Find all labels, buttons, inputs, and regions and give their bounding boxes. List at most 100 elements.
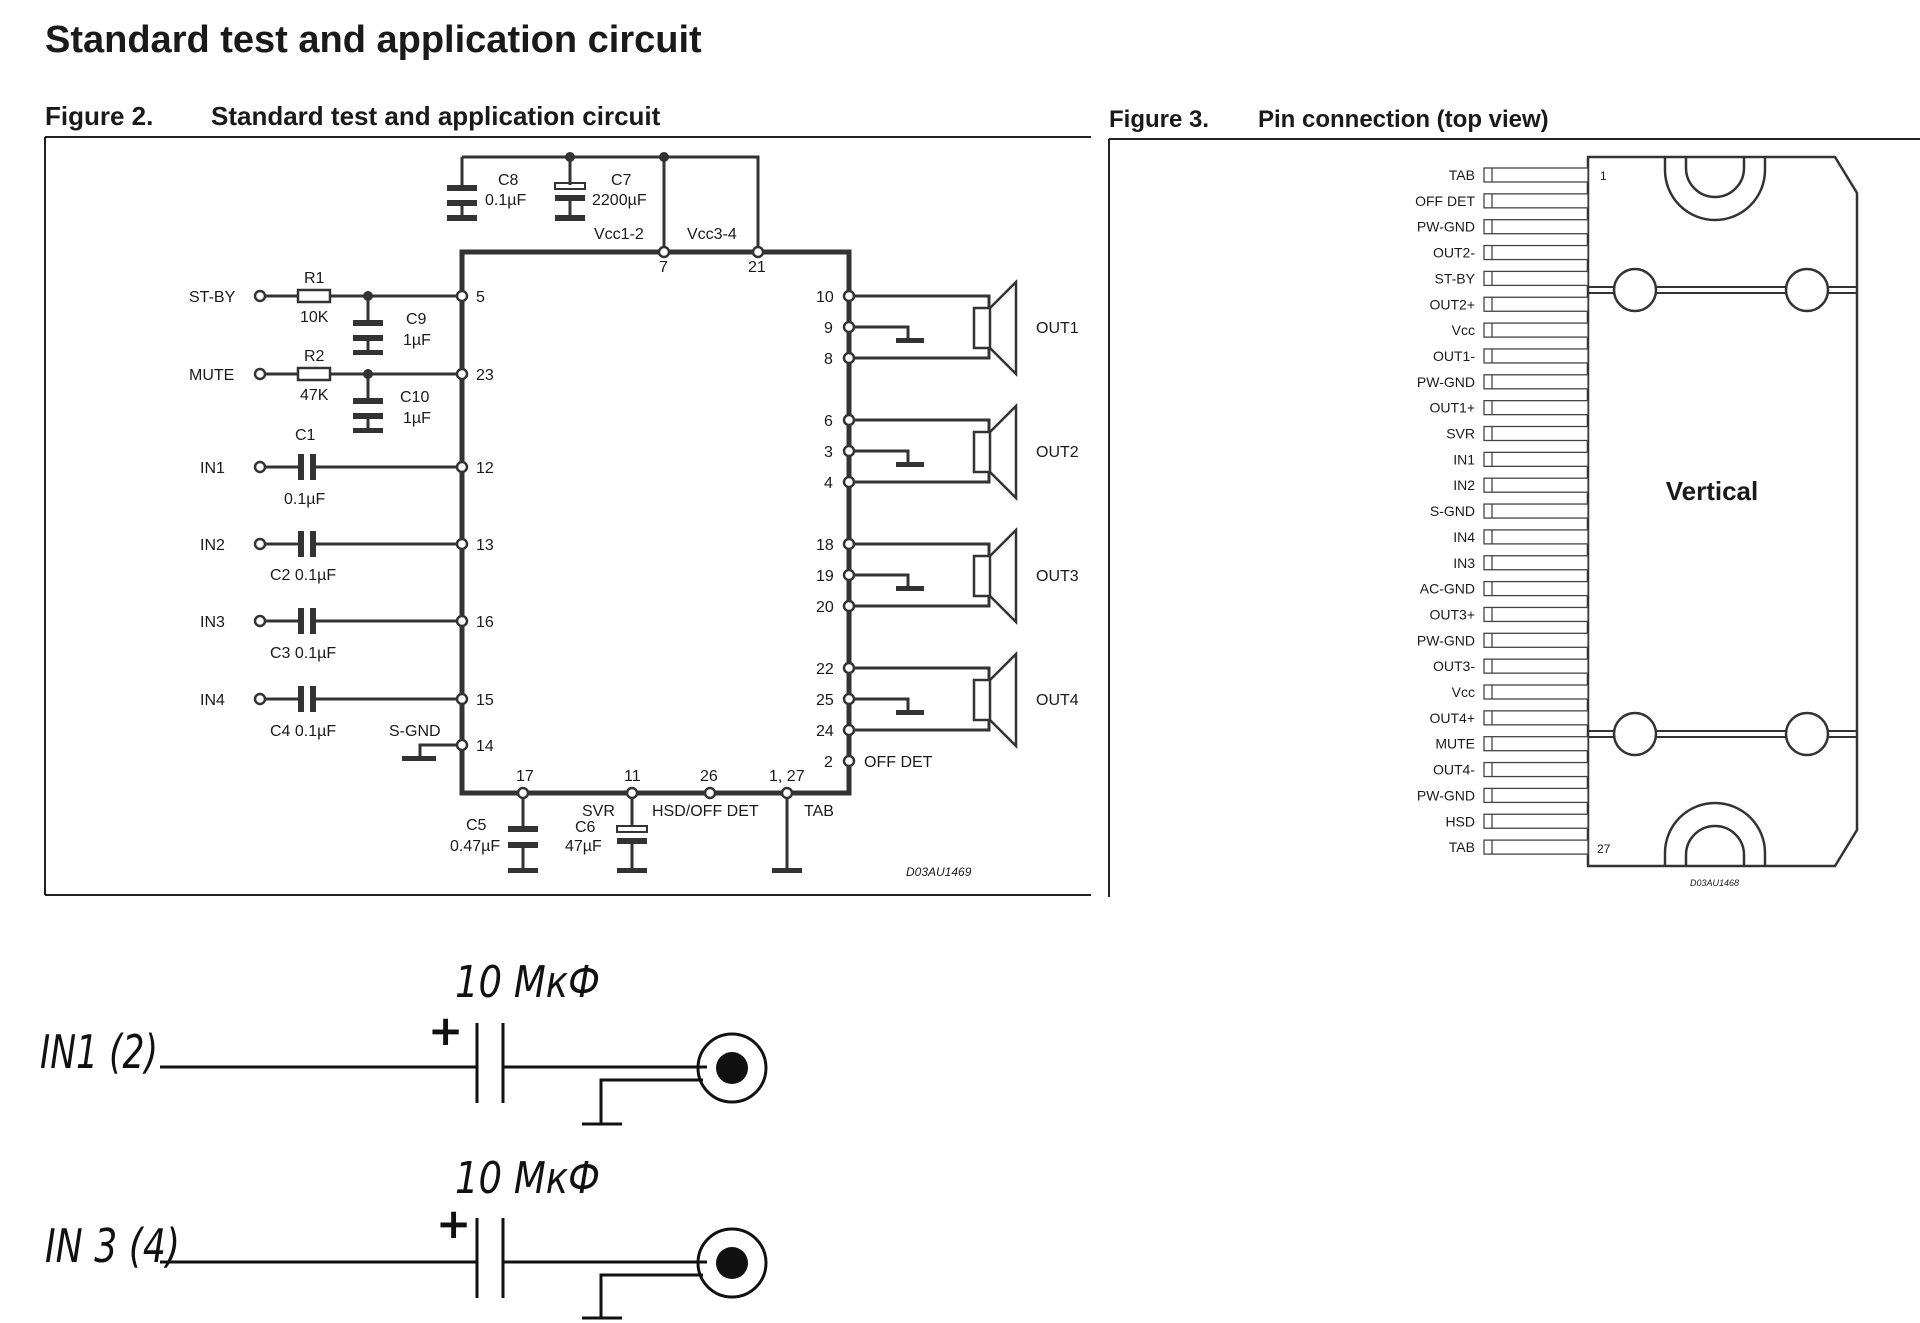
c6-value: 47µF bbox=[565, 838, 602, 855]
hand-in3-cap: 10 МкФ bbox=[455, 1153, 600, 1204]
mounting-holes bbox=[1612, 267, 1830, 757]
c5-value: 0.47µF bbox=[450, 838, 500, 855]
handwritten-inputs: IN1 (2) 10 МкФ + IN 3 (4) 10 МкФ + bbox=[40, 957, 768, 1320]
pin-lead bbox=[1483, 348, 1589, 364]
pin-lead bbox=[1483, 425, 1589, 442]
resistor-r1 bbox=[296, 288, 332, 304]
pin7-num: 7 bbox=[659, 259, 668, 276]
in1-input: IN1 C1 0.1µF 12 bbox=[200, 427, 494, 508]
pin-lead bbox=[1483, 839, 1589, 855]
pin-label: OUT2- bbox=[1433, 245, 1475, 261]
pin17-num: 17 bbox=[516, 768, 534, 785]
pin-label: OUT3- bbox=[1433, 658, 1475, 674]
hand-in1-plus: + bbox=[428, 1006, 463, 1055]
c3-label: C3 0.1µF bbox=[270, 645, 336, 662]
pin10-num: 10 bbox=[816, 289, 834, 306]
pin-label: ST-BY bbox=[1435, 270, 1476, 286]
pin-last-num: 27 bbox=[1597, 842, 1611, 856]
pin22-num: 22 bbox=[816, 661, 834, 678]
figure-3: Figure 3. Pin connection (top view) Vert… bbox=[1108, 106, 1920, 897]
r1-ref: R1 bbox=[304, 270, 325, 287]
in1-label: IN1 bbox=[200, 460, 225, 477]
pin16-num: 16 bbox=[476, 614, 494, 631]
pin-label: HSD bbox=[1445, 813, 1475, 829]
pin-lead bbox=[1483, 684, 1589, 700]
pin-lead bbox=[1483, 374, 1589, 390]
pin-lead bbox=[1483, 658, 1589, 674]
c9-ref: C9 bbox=[406, 311, 427, 328]
hand-in1-cap: 10 МкФ bbox=[455, 957, 600, 1008]
out2-label: OUT2 bbox=[1036, 444, 1079, 461]
out4-label: OUT4 bbox=[1036, 692, 1079, 709]
ic-body bbox=[459, 249, 852, 796]
c10-value: 1µF bbox=[403, 410, 431, 427]
vcc34-label: Vcc3-4 bbox=[687, 226, 737, 243]
out3-label: OUT3 bbox=[1036, 568, 1079, 585]
cap-c8 bbox=[447, 185, 477, 221]
pin-lead bbox=[1483, 193, 1589, 209]
pin-lead bbox=[1483, 555, 1589, 571]
pin-label: TAB bbox=[1449, 839, 1475, 855]
pin-label: IN2 bbox=[1453, 477, 1475, 493]
r1-value: 10K bbox=[300, 309, 329, 326]
pin-lead bbox=[1483, 451, 1589, 468]
pin-label: OUT1+ bbox=[1429, 400, 1475, 416]
package-outline bbox=[1586, 155, 1859, 868]
hand-in3-label: IN 3 (4) bbox=[45, 1219, 180, 1273]
in4-label: IN4 bbox=[200, 692, 225, 709]
pin-21 bbox=[751, 245, 765, 259]
pin-7 bbox=[657, 245, 671, 259]
pin-lead bbox=[1483, 813, 1589, 829]
pin6-num: 6 bbox=[824, 413, 833, 430]
pin12-num: 12 bbox=[476, 460, 494, 477]
sgnd-pin: S-GND 14 bbox=[389, 723, 494, 761]
pin5-num: 5 bbox=[476, 289, 485, 306]
fig3-code: D03AU1468 bbox=[1690, 878, 1739, 888]
vcc12-label: Vcc1-2 bbox=[594, 226, 644, 243]
c9-value: 1µF bbox=[403, 332, 431, 349]
offdet-label: OFF DET bbox=[864, 754, 933, 771]
cap-c7 bbox=[554, 182, 586, 221]
pin-lead bbox=[1483, 296, 1589, 312]
c8-value: 0.1µF bbox=[485, 192, 526, 209]
hand-in3: IN 3 (4) 10 МкФ + bbox=[45, 1153, 768, 1320]
stby-label: ST-BY bbox=[189, 289, 236, 306]
pin-label: PW-GND bbox=[1417, 219, 1475, 235]
r2-value: 47K bbox=[300, 387, 329, 404]
pin11-num: 11 bbox=[624, 768, 641, 785]
pin-label: Vcc bbox=[1452, 322, 1475, 338]
pin-label: TAB bbox=[1449, 167, 1475, 183]
pin21-num: 21 bbox=[748, 259, 766, 276]
bottom-pins: 17 11 26 1, 27 SVR HSD/OFF DET TAB C5 0.… bbox=[450, 768, 834, 873]
pin-label: Vcc bbox=[1452, 684, 1475, 700]
hand-in1-label: IN1 (2) bbox=[40, 1025, 158, 1079]
pin-lead bbox=[1483, 761, 1589, 778]
hand-in1-jack bbox=[716, 1052, 748, 1084]
fig3-title: Pin connection (top view) bbox=[1258, 106, 1549, 133]
pin1-27-num: 1, 27 bbox=[769, 768, 805, 785]
pin20-num: 20 bbox=[816, 599, 834, 616]
pin-label: OUT4+ bbox=[1429, 710, 1475, 726]
pin-lead bbox=[1483, 503, 1589, 519]
pin8-num: 8 bbox=[824, 351, 833, 368]
pin25-num: 25 bbox=[816, 692, 834, 709]
in3-label: IN3 bbox=[200, 614, 225, 631]
c1-value: 0.1µF bbox=[284, 491, 325, 508]
bottom-notch bbox=[1663, 801, 1767, 866]
c6-ref: C6 bbox=[575, 819, 596, 836]
pin-lead bbox=[1483, 219, 1589, 235]
pin-first-num: 1 bbox=[1600, 169, 1607, 183]
pin3-num: 3 bbox=[824, 444, 833, 461]
pin2-num: 2 bbox=[824, 754, 833, 771]
out3-speaker: OUT3 18 19 20 bbox=[816, 526, 1079, 626]
stby-input: ST-BY R1 10K C9 1µF 5 bbox=[189, 270, 485, 355]
sgnd-label: S-GND bbox=[389, 723, 441, 740]
out1-label: OUT1 bbox=[1036, 320, 1079, 337]
page-title: Standard test and application circuit bbox=[45, 19, 702, 61]
pin19-num: 19 bbox=[816, 568, 834, 585]
pin-lead bbox=[1483, 606, 1589, 623]
out4-speaker: OUT4 22 25 24 bbox=[816, 650, 1079, 750]
fig2-number: Figure 2. bbox=[45, 101, 153, 131]
